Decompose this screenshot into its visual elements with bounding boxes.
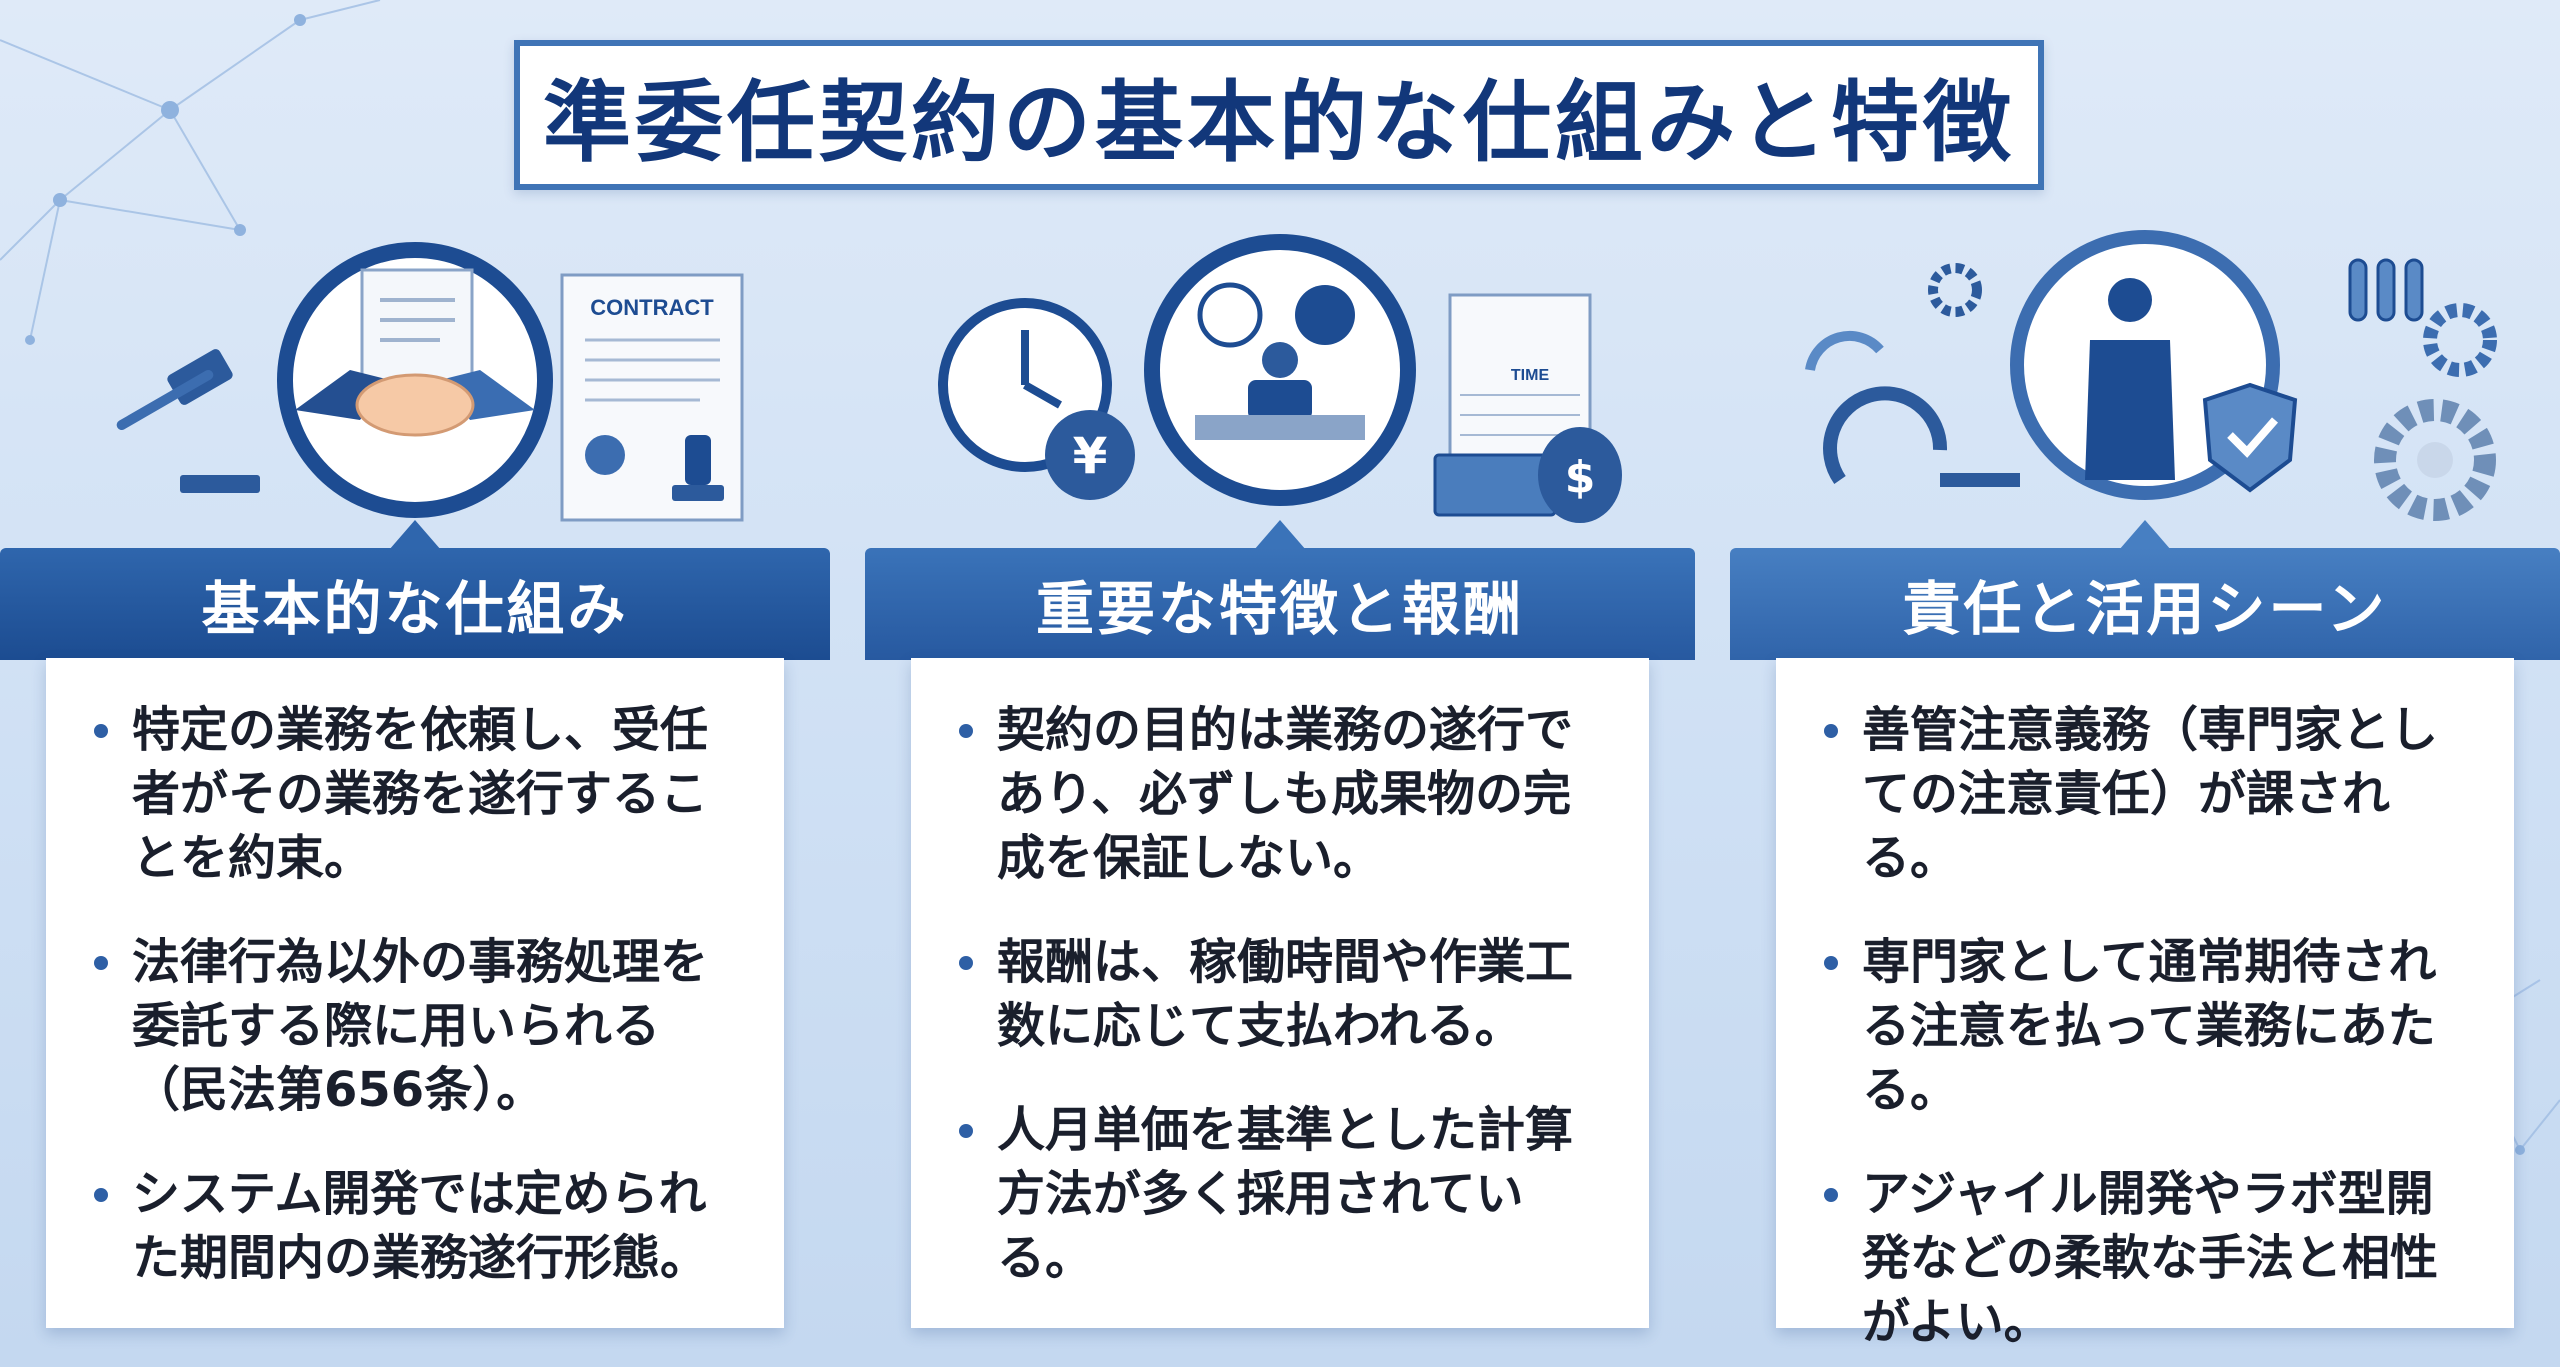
list-item: システム開発では定められた期間内の業務遂行形態。 [90, 1162, 744, 1290]
meeting-icon [1144, 234, 1416, 506]
list-item: 専門家として通常期待される注意を払って業務にあたる。 [1820, 930, 2474, 1122]
contract-document-icon: CONTRACT [560, 273, 744, 522]
panel-header: 責任と活用シーン [1730, 548, 2560, 660]
responsibility-illustration [1805, 230, 2497, 521]
list-item: 報酬は、稼働時間や作業工数に応じて支払われる。 [955, 930, 1609, 1058]
yen-symbol: ¥ [1073, 427, 1108, 485]
list-item: 善管注意義務（専門家としての注意責任）が課される。 [1820, 698, 2474, 890]
shield-check-icon [2202, 382, 2298, 493]
panel-card: 特定の業務を依頼し、受任者がその業務を遂行することを約束。 法律行為以外の事務処… [46, 658, 784, 1328]
contract-label: CONTRACT [590, 295, 714, 320]
panel-title: 重要な特徴と報酬 [1035, 575, 1524, 643]
panel-card: 契約の目的は業務の遂行であり、必ずしも成果物の完成を保証しない。 報酬は、稼働時… [911, 658, 1649, 1328]
panel-basic-mechanism: 基本的な仕組み 特定の業務を依頼し、受任者がその業務を遂行することを約束。 法律… [0, 520, 830, 1367]
time-sheet-icon: TIME [1448, 293, 1592, 472]
list-item: アジャイル開発やラボ型開発などの柔軟な手法と相性がよい。 [1820, 1162, 2474, 1354]
panel-title: 責任と活用シーン [1902, 575, 2388, 643]
panel-title: 基本的な仕組み [201, 575, 629, 643]
handshake-contract-illustration: CONTRACT [116, 242, 744, 522]
list-item: 特定の業務を依頼し、受任者がその業務を遂行することを約束。 [90, 698, 744, 890]
title-box: 準委任契約の基本的な仕組みと特徴 [514, 40, 2044, 190]
list-item: 人月単価を基準とした計算方法が多く採用されている。 [955, 1098, 1609, 1290]
money-bag-icon: $ [1433, 427, 1622, 523]
page-title: 準委任契約の基本的な仕組みと特徴 [542, 70, 2015, 174]
panel-card: 善管注意義務（専門家としての注意責任）が課される。 専門家として通常期待される注… [1776, 658, 2514, 1350]
panel-header: 基本的な仕組み [0, 548, 830, 660]
list-item: 法律行為以外の事務処理を委託する際に用いられる（民法第656条）。 [90, 930, 744, 1122]
time-reward-illustration: ¥ TIME $ [938, 234, 1622, 523]
panel-header: 重要な特徴と報酬 [865, 548, 1695, 660]
panel-features-reward: 重要な特徴と報酬 契約の目的は業務の遂行であり、必ずしも成果物の完成を保証しない… [865, 520, 1695, 1367]
dollar-symbol: $ [1565, 452, 1596, 503]
handshake-icon [277, 242, 553, 518]
yen-coin-icon: ¥ [1045, 410, 1135, 500]
panel-notch [1254, 520, 1306, 550]
panel-responsibility-usage: 責任と活用シーン 善管注意義務（専門家としての注意責任）が課される。 専門家とし… [1730, 520, 2560, 1367]
gavel-icon [116, 349, 260, 493]
time-label: TIME [1511, 367, 1550, 384]
panel-notch [2119, 520, 2171, 550]
test-tubes-icon [2348, 258, 2424, 322]
gear-icon [1928, 263, 2497, 521]
panel-notch [389, 520, 441, 550]
list-item: 契約の目的は業務の遂行であり、必ずしも成果物の完成を保証しない。 [955, 698, 1609, 890]
agile-cycle-icon [1805, 330, 2020, 487]
